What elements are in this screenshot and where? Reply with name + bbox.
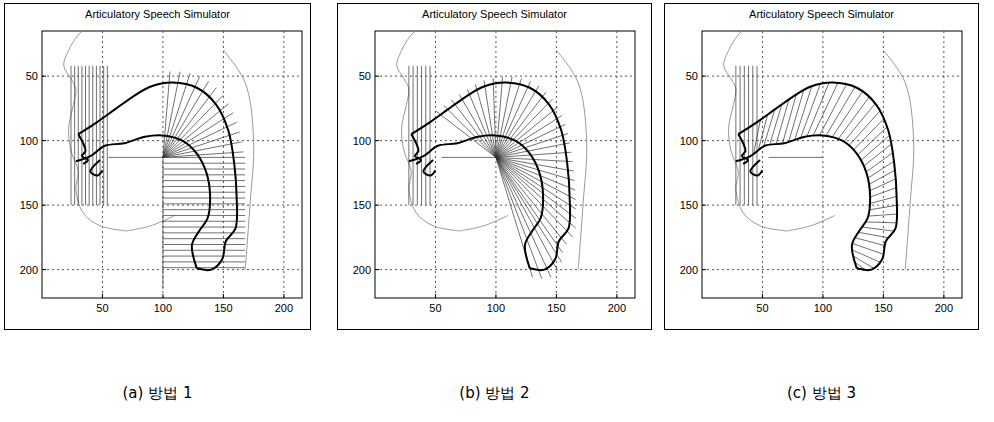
grid-lines	[71, 66, 245, 289]
axis-tick-label: 50	[686, 70, 698, 82]
head-profile	[64, 31, 127, 231]
axis-tick-label: 150	[680, 199, 698, 211]
vocal-tract-wall	[76, 135, 210, 268]
grid-line	[702, 205, 962, 206]
plot-window: Articulatory Speech Simulator	[337, 3, 652, 330]
plot-panel	[42, 22, 302, 298]
axis-tick-label: 200	[275, 302, 293, 314]
plot-area	[375, 31, 635, 298]
plot-window: Articulatory Speech Simulator	[4, 3, 311, 330]
grid-line	[762, 31, 763, 298]
axis-tick-label: 150	[874, 302, 892, 314]
head-profile	[127, 215, 175, 230]
grid-line	[102, 31, 103, 298]
window-title: Articulatory Speech Simulator	[338, 8, 651, 20]
vocal-tract-wall	[423, 160, 435, 176]
grid-line	[435, 31, 436, 298]
window-title: Articulatory Speech Simulator	[665, 8, 978, 20]
axis-tick-label: 200	[353, 264, 371, 276]
window-title: Articulatory Speech Simulator	[5, 8, 310, 20]
grid-line	[616, 31, 617, 298]
axis-tick-label: 150	[547, 302, 565, 314]
axis-tick-label: 50	[429, 302, 441, 314]
head-profile	[397, 31, 460, 231]
head-profile	[724, 31, 787, 231]
axis-tick-label: 50	[26, 70, 38, 82]
vocal-tract-wall	[750, 160, 762, 176]
vocal-tract-wall	[90, 160, 102, 176]
grid-line	[375, 76, 635, 77]
grid-line	[42, 205, 302, 206]
vocal-tract-wall	[736, 135, 870, 268]
figure-caption: (c) 방법 3	[787, 384, 856, 403]
axis-tick-label: 150	[353, 199, 371, 211]
head-profile	[460, 215, 508, 230]
plot-area	[702, 31, 962, 298]
vocal-tract-wall	[78, 83, 237, 270]
axis-tick-label: 50	[359, 70, 371, 82]
grid-lines	[409, 66, 576, 279]
axis-tick-label: 100	[353, 135, 371, 147]
plot-window: Articulatory Speech Simulator	[664, 3, 979, 330]
figure-caption: (a) 방법 1	[123, 384, 193, 403]
grid-line	[375, 269, 635, 270]
axis-tick-label: 200	[20, 264, 38, 276]
axis-tick-label: 150	[20, 199, 38, 211]
axis-tick-label: 100	[487, 302, 505, 314]
axis-tick-label: 50	[756, 302, 768, 314]
vocal-tract-wall	[738, 83, 897, 270]
axis-tick-label: 200	[680, 264, 698, 276]
vocal-tract-wall	[78, 134, 88, 164]
axis-tick-label: 50	[96, 302, 108, 314]
vocal-tract-wall	[411, 134, 421, 164]
head-profile	[787, 215, 835, 230]
grid-line	[42, 76, 302, 77]
axis-tick-label: 100	[20, 135, 38, 147]
grid-line	[42, 269, 302, 270]
grid-line	[283, 31, 284, 298]
grid-line	[162, 31, 163, 298]
vocal-tract-wall	[411, 83, 570, 270]
figure-caption: (b) 방법 2	[459, 384, 529, 403]
vocal-tract-wall	[409, 135, 543, 268]
grid-line	[822, 31, 823, 298]
axis-tick-label: 100	[154, 302, 172, 314]
plot-area	[42, 31, 302, 298]
grid-line	[702, 269, 962, 270]
axis-tick-label: 100	[814, 302, 832, 314]
grid-lines	[736, 66, 897, 270]
grid-line	[495, 31, 496, 298]
grid-line	[375, 205, 635, 206]
grid-line	[702, 76, 962, 77]
grid-line	[943, 31, 944, 298]
axis-tick-label: 150	[214, 302, 232, 314]
axis-tick-label: 200	[608, 302, 626, 314]
plot-panel	[375, 22, 635, 298]
axis-tick-label: 100	[680, 135, 698, 147]
plot-panel	[702, 22, 962, 298]
vocal-tract-wall	[738, 134, 748, 164]
axis-tick-label: 200	[935, 302, 953, 314]
